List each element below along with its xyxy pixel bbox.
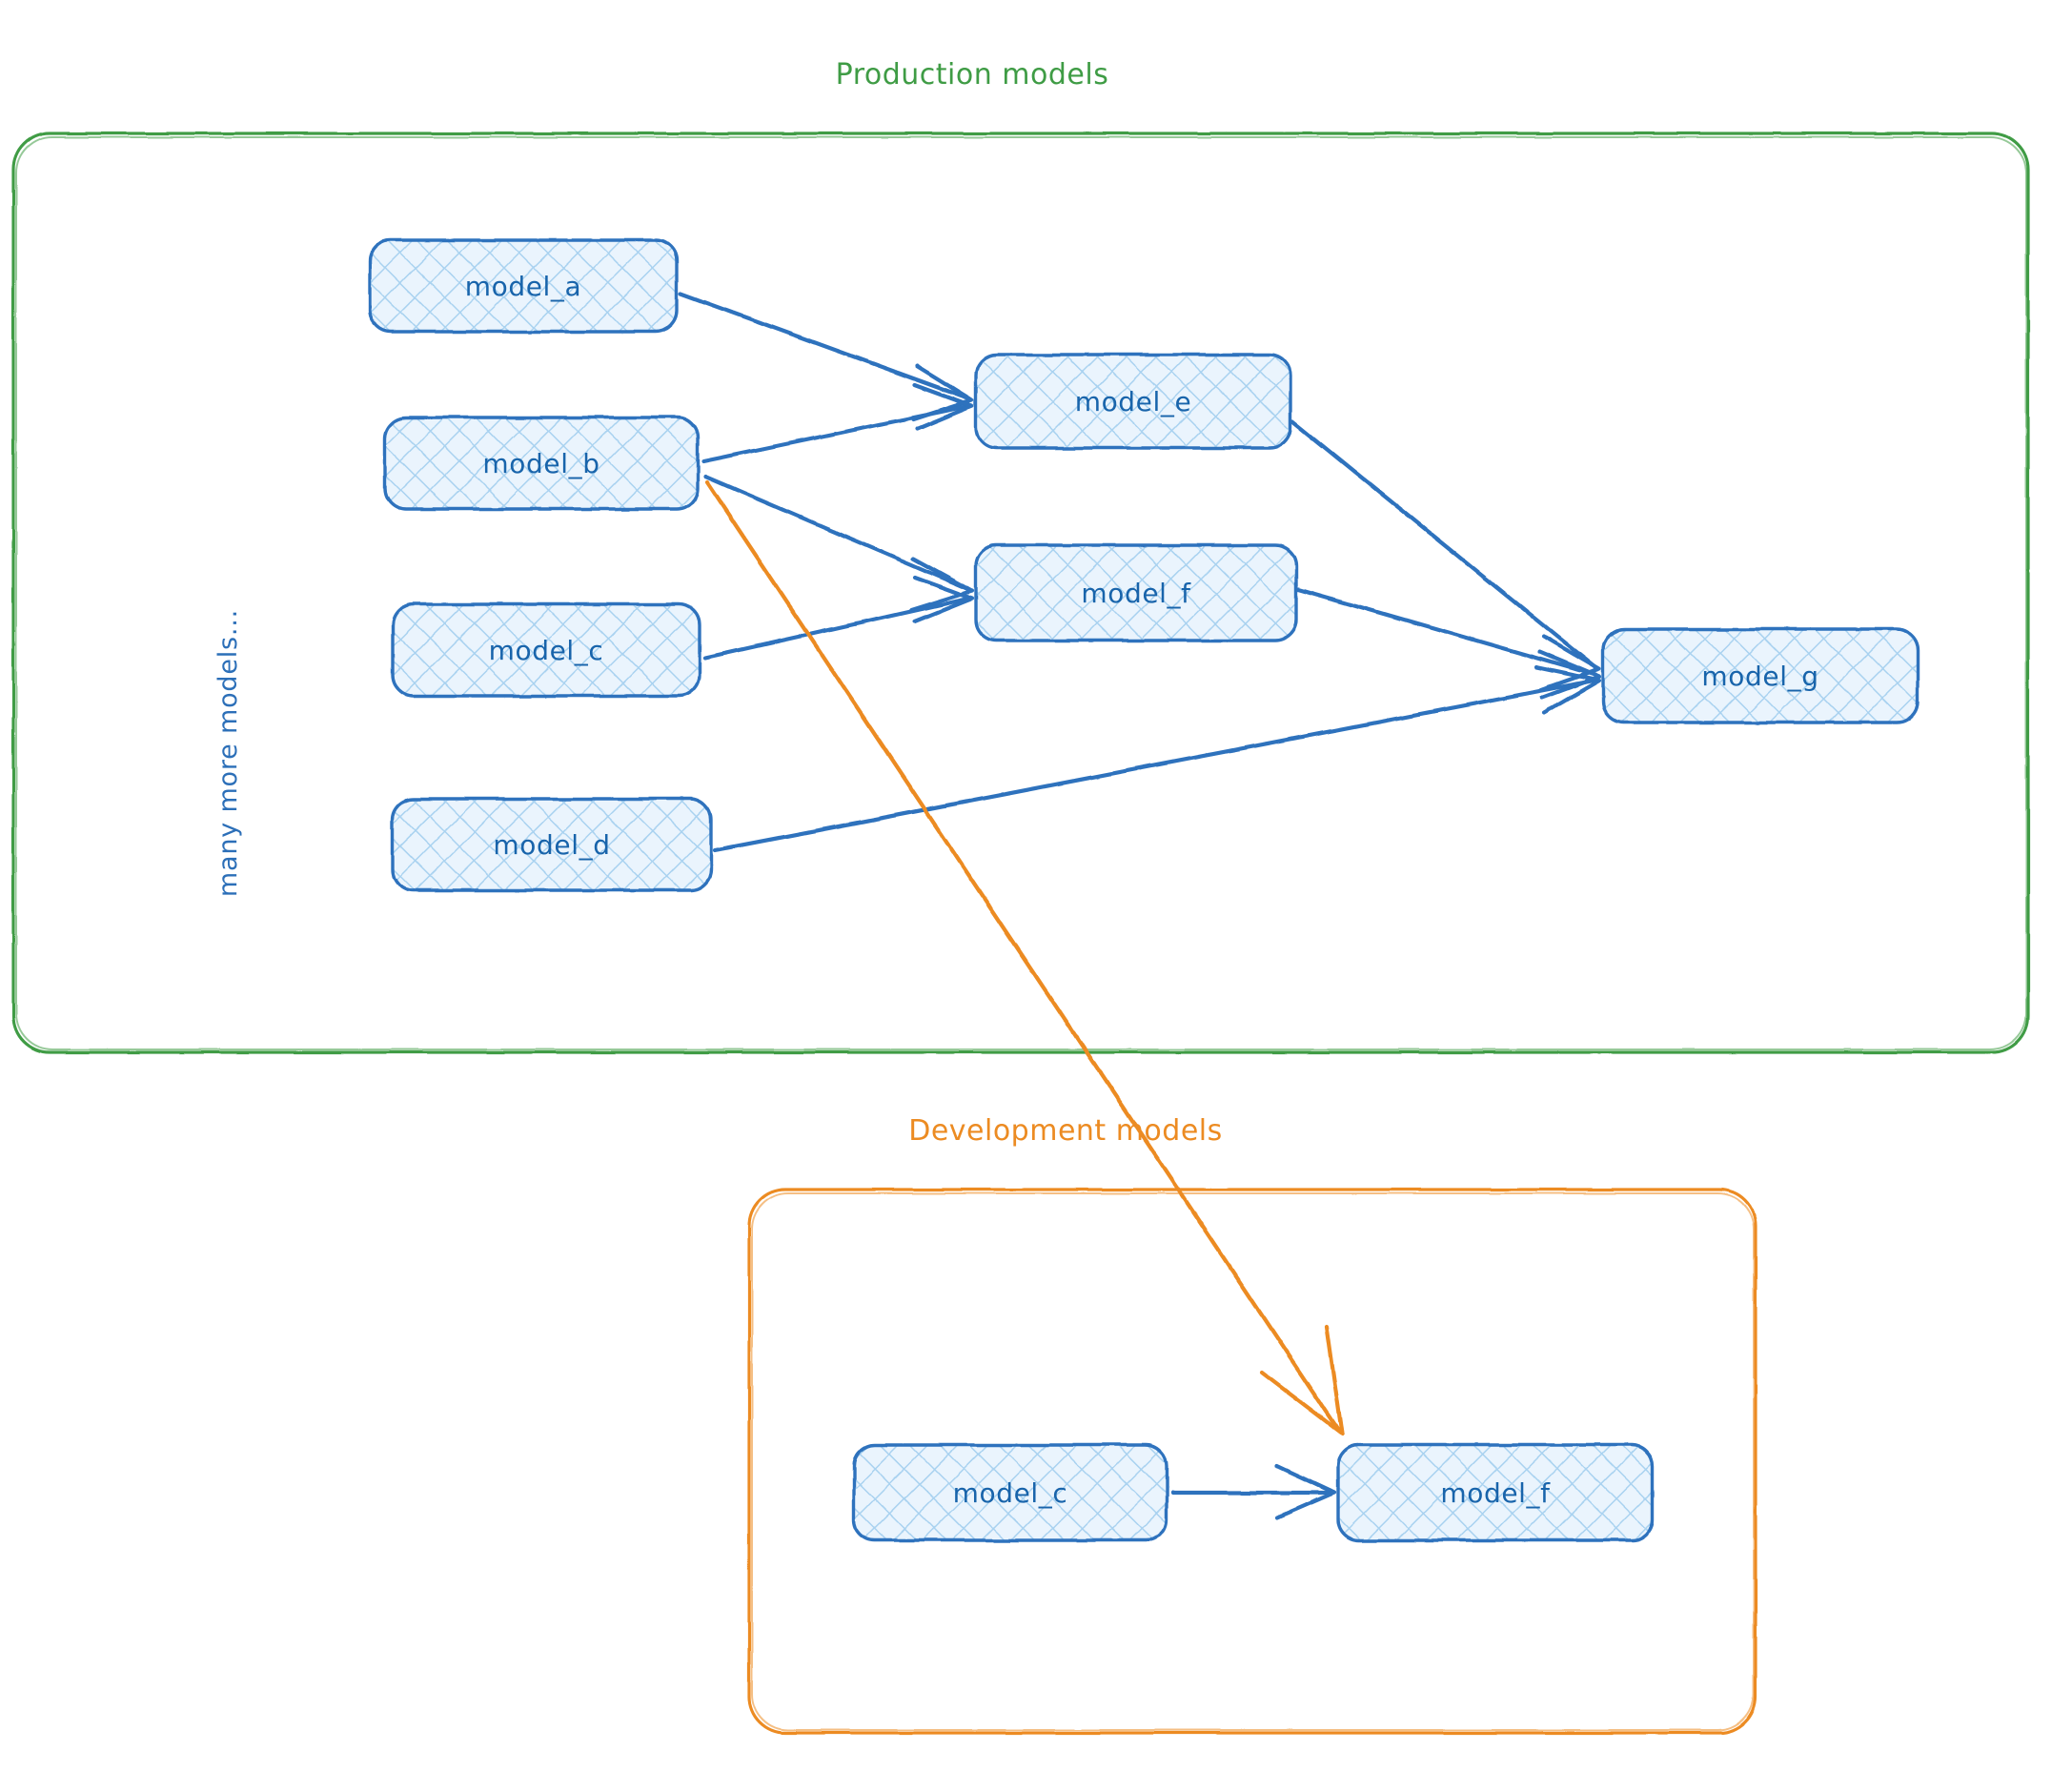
node-prod-model-b[interactable]: model_b xyxy=(383,416,700,511)
edge-prodb-to-devf xyxy=(704,479,1345,1436)
node-prod-model-f[interactable]: model_f xyxy=(974,543,1298,642)
development-group-title: Development models xyxy=(908,1114,1223,1148)
many-more-models-label: many more models... xyxy=(213,609,243,897)
node-label: model_b xyxy=(482,448,599,479)
node-label: model_f xyxy=(1440,1477,1551,1509)
node-label: model_a xyxy=(465,271,582,302)
node-prod-model-e[interactable]: model_e xyxy=(974,353,1292,450)
node-label: model_d xyxy=(493,829,610,861)
edge-b-to-e xyxy=(701,382,975,464)
node-label: model_g xyxy=(1701,661,1818,692)
group-container-development xyxy=(747,1188,1757,1735)
group-container-production xyxy=(11,132,2030,1054)
node-label: model_e xyxy=(1075,386,1192,417)
edge-c-to-f xyxy=(702,575,975,661)
development-group-box xyxy=(747,1188,1757,1735)
node-prod-model-c[interactable]: model_c xyxy=(391,602,701,698)
edge-f-to-g xyxy=(1295,586,1602,701)
production-group-box-sketch xyxy=(15,136,2027,1050)
node-dev-model-f[interactable]: model_f xyxy=(1336,1443,1655,1542)
edge-e-to-g xyxy=(1290,418,1602,693)
development-group-box-sketch xyxy=(751,1192,1755,1731)
edge-d-to-g xyxy=(712,664,1602,853)
node-label: model_c xyxy=(489,635,604,666)
node-prod-model-a[interactable]: model_a xyxy=(368,238,679,334)
node-prod-model-d[interactable]: model_d xyxy=(391,797,713,892)
node-prod-model-g[interactable]: model_g xyxy=(1601,627,1920,724)
edge-b-to-f xyxy=(702,474,975,613)
production-group-title: Production models xyxy=(836,58,1109,92)
production-group-box xyxy=(11,132,2030,1054)
node-label: model_c xyxy=(953,1477,1068,1509)
edge-group xyxy=(678,291,1602,1520)
node-label: model_f xyxy=(1081,578,1191,609)
node-dev-model-c[interactable]: model_c xyxy=(852,1443,1168,1542)
edge-devc-to-devf xyxy=(1169,1463,1337,1520)
